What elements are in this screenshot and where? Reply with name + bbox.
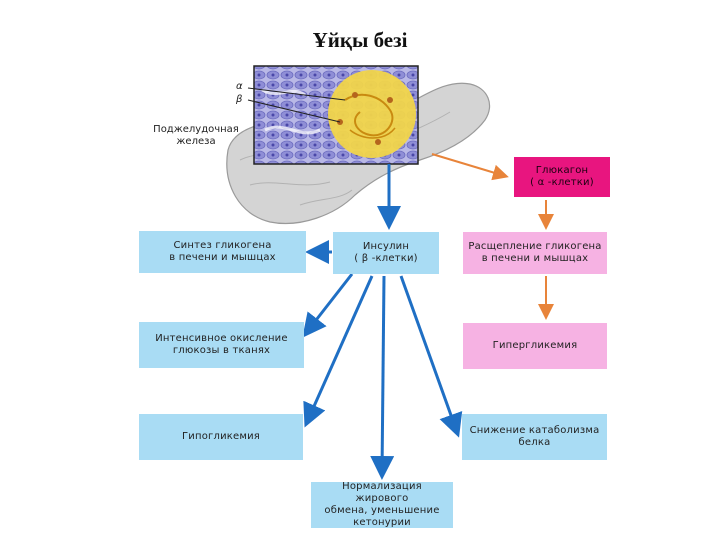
hypoglycemia-box: Гипогликемия bbox=[139, 414, 303, 460]
alpha-label: α bbox=[236, 81, 243, 92]
hypoglycemia-text: Гипогликемия bbox=[181, 431, 261, 442]
glycogen-synthesis-text: Синтез гликогена в печени и мышцах bbox=[169, 240, 276, 263]
page-title: Ұйқы безі bbox=[312, 28, 408, 52]
glucagon-box: Глюкагон ( α -клетки) bbox=[514, 157, 610, 197]
glycogen-synthesis-box: Синтез гликогена в печени и мышцах bbox=[139, 231, 306, 273]
glucose-oxidation-text: Интенсивное окисление глюкозы в тканях bbox=[155, 333, 288, 356]
glycogen-breakdown-box: Расщепление гликогена в печени и мышцах bbox=[463, 232, 607, 274]
hyperglycemia-box: Гипергликемия bbox=[463, 323, 607, 369]
beta-label: β bbox=[236, 94, 243, 105]
arrow-insulin-to-hypoglycemia bbox=[303, 275, 374, 428]
arrow-insulin-to-fat bbox=[370, 275, 395, 480]
organ-label: Поджелудочная железа bbox=[153, 124, 239, 147]
glycogen-breakdown-text: Расщепление гликогена в печени и мышцах bbox=[468, 241, 602, 264]
glucagon-text: Глюкагон ( α -клетки) bbox=[530, 165, 594, 188]
islet-inset bbox=[247, 65, 419, 165]
arrow-insulin-to-catabolism bbox=[399, 275, 463, 438]
arrow-insulin-to-oxidation bbox=[302, 273, 354, 338]
glucose-oxidation-box: Интенсивное окисление глюкозы в тканях bbox=[139, 322, 304, 368]
protein-catabolism-box: Снижение катаболизма белка bbox=[462, 414, 607, 460]
arrow-inset-to-glucagon bbox=[431, 153, 509, 181]
fat-metabolism-text: Нормализация жирового обмена, уменьшение… bbox=[324, 481, 440, 528]
insulin-box: Инсулин ( β -клетки) bbox=[333, 232, 439, 274]
hyperglycemia-text: Гипергликемия bbox=[492, 340, 578, 351]
fat-metabolism-box: Нормализация жирового обмена, уменьшение… bbox=[311, 481, 453, 528]
protein-catabolism-text: Снижение катаболизма белка bbox=[469, 425, 600, 448]
insulin-text: Инсулин ( β -клетки) bbox=[354, 241, 418, 264]
